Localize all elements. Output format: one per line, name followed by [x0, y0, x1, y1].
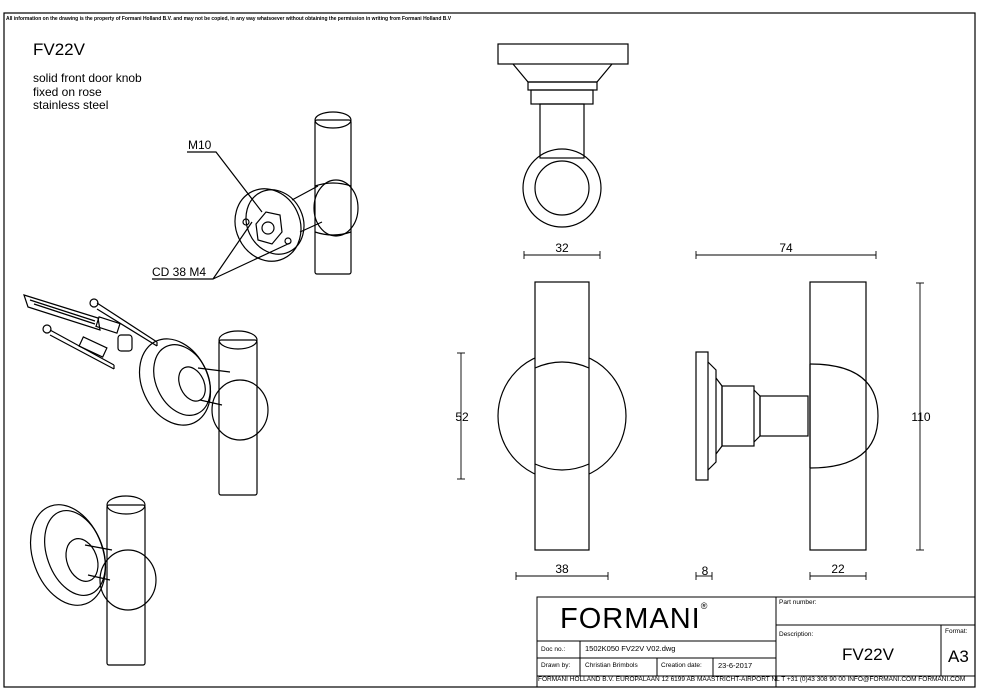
title-block-lines	[536, 596, 976, 688]
dimension-width-top: 32	[555, 241, 569, 255]
product-code: FV22V	[33, 40, 85, 59]
doc-no-value: 1502K050 FV22V V02.dwg	[585, 644, 676, 653]
brand-name: FORMANI	[560, 603, 701, 635]
registered-mark: ®	[700, 601, 709, 611]
dimension-total-height: 110	[911, 410, 931, 424]
drawn-by-label: Drawn by:	[541, 662, 571, 669]
format-label: Format:	[945, 628, 968, 635]
fixing-callout: CD 38 M4	[152, 265, 207, 279]
dimension-knob-diameter: 22	[831, 562, 845, 576]
company-footer: FORMANI HOLLAND B.V. EUROPALAAN 12 6199 …	[538, 676, 966, 683]
isometric-view-assembled	[30, 495, 157, 666]
description-value: FV22V	[842, 645, 894, 664]
dimension-lines	[457, 251, 924, 580]
dimension-rose-height: 52	[455, 410, 469, 424]
description-line: solid front door knob	[33, 71, 142, 85]
isometric-view-knob-detail	[152, 111, 359, 280]
description-label: Description:	[779, 631, 814, 638]
doc-no-label: Doc no.:	[541, 646, 566, 653]
front-view	[497, 281, 627, 551]
format-value: A3	[948, 647, 969, 666]
dimension-rose-thickness: 8	[701, 564, 709, 578]
description-line: stainless steel	[33, 98, 109, 112]
isometric-view-exploded	[23, 294, 269, 496]
top-view	[497, 43, 629, 228]
brand-logo: FORMANI®	[560, 601, 709, 636]
part-number-label: Part number:	[779, 599, 817, 606]
drawing-border	[3, 12, 976, 688]
drawn-by-value: Christian Brimbols	[585, 662, 638, 669]
side-view	[695, 281, 879, 551]
thread-callout: M10	[188, 138, 212, 152]
creation-date-label: Creation date:	[661, 662, 702, 669]
product-description: solid front door knob fixed on rose stai…	[33, 71, 142, 113]
copyright-notice: All information on the drawing is the pr…	[6, 16, 452, 22]
dimension-depth: 74	[779, 241, 793, 255]
dimension-rose-diameter: 38	[555, 562, 569, 576]
description-line: fixed on rose	[33, 84, 102, 99]
creation-date-value: 23-6-2017	[718, 661, 753, 670]
